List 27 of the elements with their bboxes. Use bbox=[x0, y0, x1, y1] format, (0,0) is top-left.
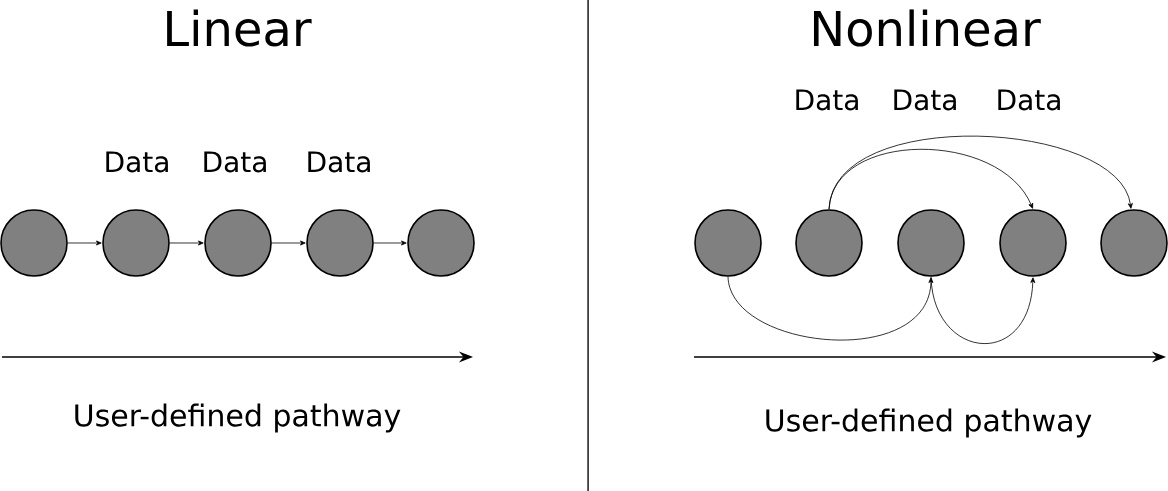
data-label: Data bbox=[796, 89, 858, 111]
circle-node bbox=[407, 209, 475, 277]
arrow bbox=[727, 276, 934, 341]
circle-node bbox=[795, 209, 863, 277]
data-label: Data bbox=[998, 89, 1060, 111]
arrow bbox=[169, 240, 204, 246]
circle-node bbox=[897, 209, 965, 277]
circle-node bbox=[1100, 209, 1168, 277]
data-label: Data bbox=[308, 151, 370, 173]
circle-node bbox=[204, 209, 272, 277]
circle-node bbox=[102, 209, 170, 277]
arrow bbox=[373, 240, 407, 246]
arrow bbox=[930, 276, 1036, 344]
circle-node bbox=[306, 209, 374, 277]
circle-node bbox=[999, 209, 1067, 277]
data-label: Data bbox=[204, 151, 266, 173]
panel-title: Linear bbox=[167, 9, 312, 47]
axis-label: User-defined pathway bbox=[75, 403, 401, 433]
circle-node bbox=[0, 209, 68, 277]
arrow bbox=[271, 240, 306, 246]
arrow bbox=[67, 240, 102, 246]
panel-title: Nonlinear bbox=[814, 9, 1041, 47]
circle-node bbox=[694, 209, 762, 277]
axis-label: User-defined pathway bbox=[766, 408, 1092, 438]
data-label: Data bbox=[894, 89, 956, 111]
arrow bbox=[828, 135, 1133, 210]
data-label: Data bbox=[106, 151, 168, 173]
